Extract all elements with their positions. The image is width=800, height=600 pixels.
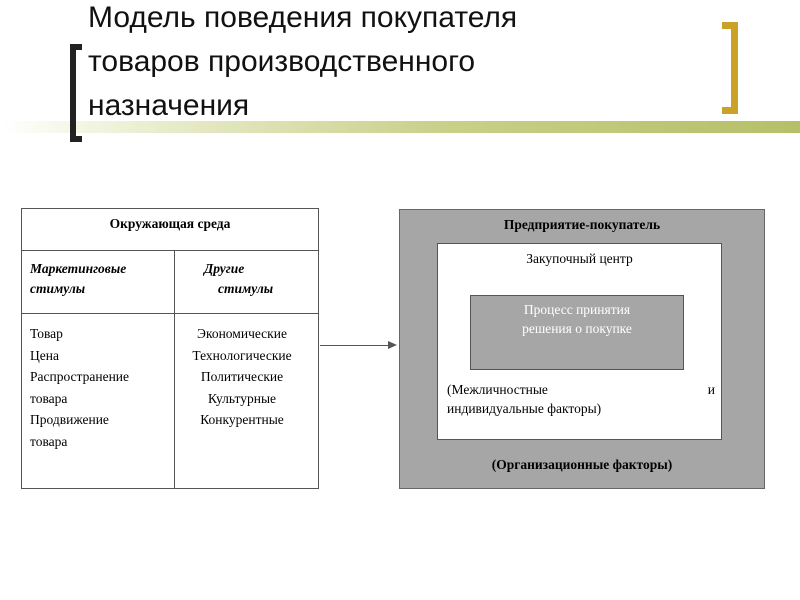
list-item: Экономические — [197, 326, 287, 341]
environment-box: Окружающая среда Маркетинговые стимулы Д… — [21, 208, 319, 489]
title-line-3: назначения — [88, 89, 250, 122]
process-line-2: решения о покупке — [522, 321, 632, 336]
right-bracket-decoration — [722, 22, 738, 114]
list-item: Культурные — [207, 390, 277, 406]
title-accent-bar — [0, 121, 800, 133]
list-item: товара — [30, 433, 68, 449]
marketing-heading-line-2: стимулы — [30, 281, 86, 296]
list-item: Продвижение — [30, 412, 109, 427]
flow-arrow-line — [320, 345, 390, 346]
purchasing-center-box: Закупочный центр Процесс принятия решени… — [437, 243, 722, 440]
list-item: Цена — [30, 347, 59, 363]
list-item: Политические — [200, 369, 284, 384]
arrow-right-icon — [388, 341, 397, 349]
title-line-1: Модель поведения покупателя — [88, 1, 518, 34]
individual-factors-label: индивидуальные факторы) — [447, 401, 602, 416]
process-line-1: Процесс принятия — [523, 302, 631, 317]
slide-title: Модель поведения покупателя товаров прои… — [88, 0, 708, 128]
purchasing-center-title: Закупочный центр — [526, 251, 633, 266]
title-line-2: товаров производственного — [88, 45, 476, 78]
other-heading-line-1: Другие — [204, 261, 245, 276]
other-heading-line-2: стимулы — [218, 281, 274, 296]
organizational-factors-label: (Организационные факторы) — [491, 457, 673, 472]
buyer-organization-box: Предприятие-покупатель Закупочный центр … — [399, 209, 765, 489]
interpersonal-factors: (Межличностные и индивидуальные факторы) — [447, 380, 715, 418]
interpersonal-conjunction: и — [707, 382, 715, 397]
row-divider — [22, 313, 318, 314]
other-stimuli-heading: Другие стимулы — [204, 259, 273, 299]
other-stimuli-list: Экономические Технологические Политическ… — [162, 323, 322, 431]
column-divider — [174, 251, 175, 489]
environment-header: Окружающая среда — [22, 209, 318, 251]
list-item: товара — [30, 390, 68, 406]
list-item: Товар — [30, 326, 63, 341]
marketing-stimuli-list: Товар Цена Распространение товара Продви… — [30, 323, 129, 452]
left-bracket-decoration — [70, 44, 82, 142]
decision-process-box: Процесс принятия решения о покупке — [470, 295, 684, 370]
list-item: Распространение — [30, 369, 130, 384]
list-item: Конкурентные — [200, 412, 284, 427]
marketing-heading-line-1: Маркетинговые — [30, 261, 127, 276]
interpersonal-label: (Межличностные — [447, 382, 548, 397]
list-item: Технологические — [192, 347, 292, 363]
buyer-organization-title: Предприятие-покупатель — [503, 217, 661, 232]
marketing-stimuli-heading: Маркетинговые стимулы — [30, 259, 126, 299]
